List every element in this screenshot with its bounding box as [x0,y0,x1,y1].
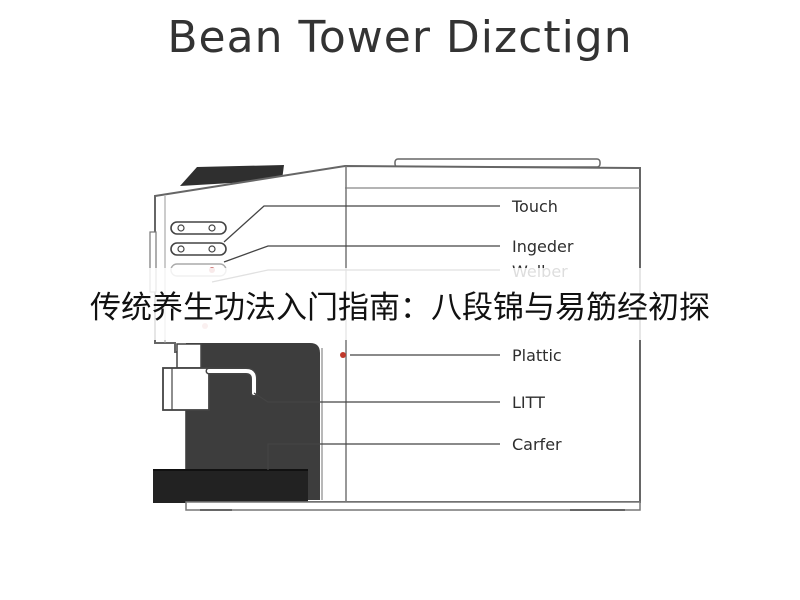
diagram-title: Bean Tower Dizctign [167,12,633,63]
control-button-2 [170,242,227,256]
spout-neck [176,343,202,369]
callout-line-carfer [267,443,500,470]
callout-label-ingeder: Ingeder [512,237,574,256]
callout-line-ingeder [223,245,500,263]
callout-label-litt: LITT [512,393,545,412]
drip-tray [153,470,308,503]
callout-label-touch: Touch [511,197,558,216]
front-dark-panel [186,343,320,500]
callout-line-litt [253,392,500,403]
callout-label-carfer: Carfer [512,435,562,454]
control-button-1 [170,221,227,235]
callout-line-touch [223,205,500,243]
callout-label-plattic: Plattic [512,346,562,365]
spout-nozzle [162,367,258,411]
marker-dot-plattic [340,352,346,358]
caption-banner: 传统养生功法入门指南：八段锦与易筋经初探 [0,268,800,340]
caption-banner-text: 传统养生功法入门指南：八段锦与易筋经初探 [90,289,710,326]
bottom-base [185,501,641,511]
